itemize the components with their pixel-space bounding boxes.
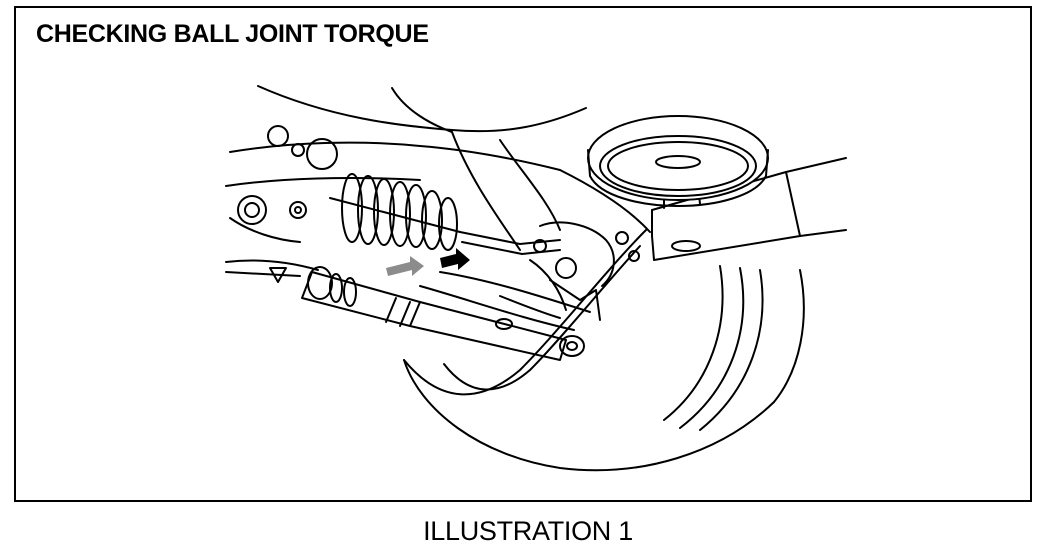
jack-saddle-pad — [587, 115, 769, 207]
tire — [403, 229, 805, 472]
movement-arrows — [386, 248, 470, 276]
figure-caption: ILLUSTRATION 1 — [423, 516, 633, 546]
coil-spring — [329, 173, 461, 251]
vehicle-body-outline — [225, 85, 651, 277]
tie-rod — [459, 231, 561, 255]
shock-absorber — [301, 266, 567, 361]
steering-knuckle — [529, 221, 640, 321]
figure-frame: CHECKING BALL JOINT TORQUE — [14, 6, 1032, 502]
lower-control-arm — [419, 271, 591, 357]
figure-title: CHECKING BALL JOINT TORQUE — [36, 20, 429, 48]
mounting-bushings — [237, 125, 338, 283]
